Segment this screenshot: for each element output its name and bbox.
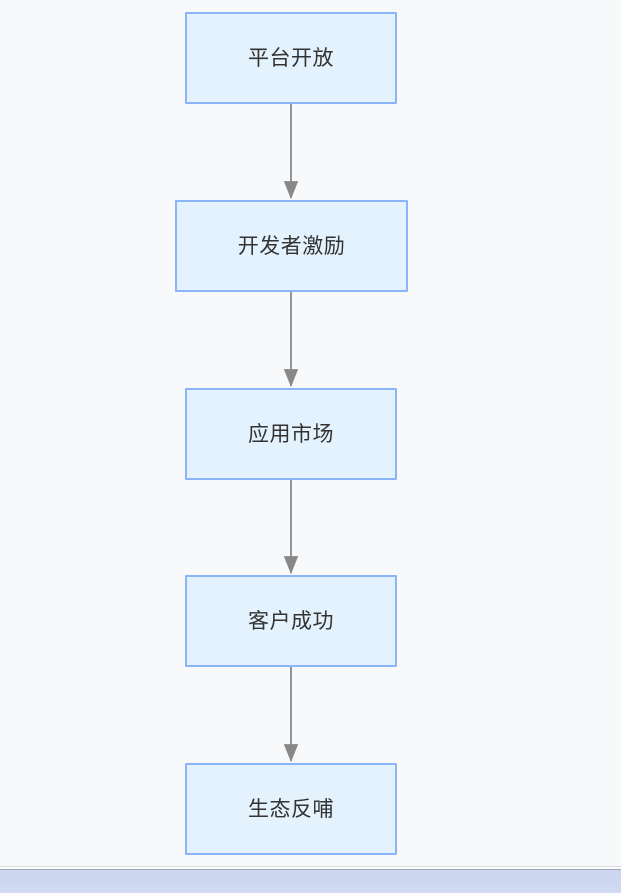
flow-node-customer-success[interactable]: 客户成功 xyxy=(185,575,397,667)
flow-node-label: 生态反哺 xyxy=(248,796,334,821)
flow-node-app-marketplace[interactable]: 应用市场 xyxy=(185,388,397,480)
flowchart-edges xyxy=(283,104,299,763)
flow-node-label: 客户成功 xyxy=(248,608,334,633)
content-bottom-divider xyxy=(0,866,621,867)
flowchart-canvas: 平台开放 开发者激励 应用市场 客户成功 生态反哺 xyxy=(175,12,408,855)
flow-node-label: 应用市场 xyxy=(248,421,334,446)
content-bottom-gap xyxy=(0,867,621,869)
flow-node-label: 平台开放 xyxy=(248,45,334,70)
horizontal-scrollbar[interactable] xyxy=(0,869,621,893)
flow-node-ecosystem-feedback[interactable]: 生态反哺 xyxy=(185,763,397,855)
flow-node-label: 开发者激励 xyxy=(237,233,346,258)
flow-node-developer-incentive[interactable]: 开发者激励 xyxy=(175,200,408,292)
flow-node-platform-opening[interactable]: 平台开放 xyxy=(185,12,397,104)
